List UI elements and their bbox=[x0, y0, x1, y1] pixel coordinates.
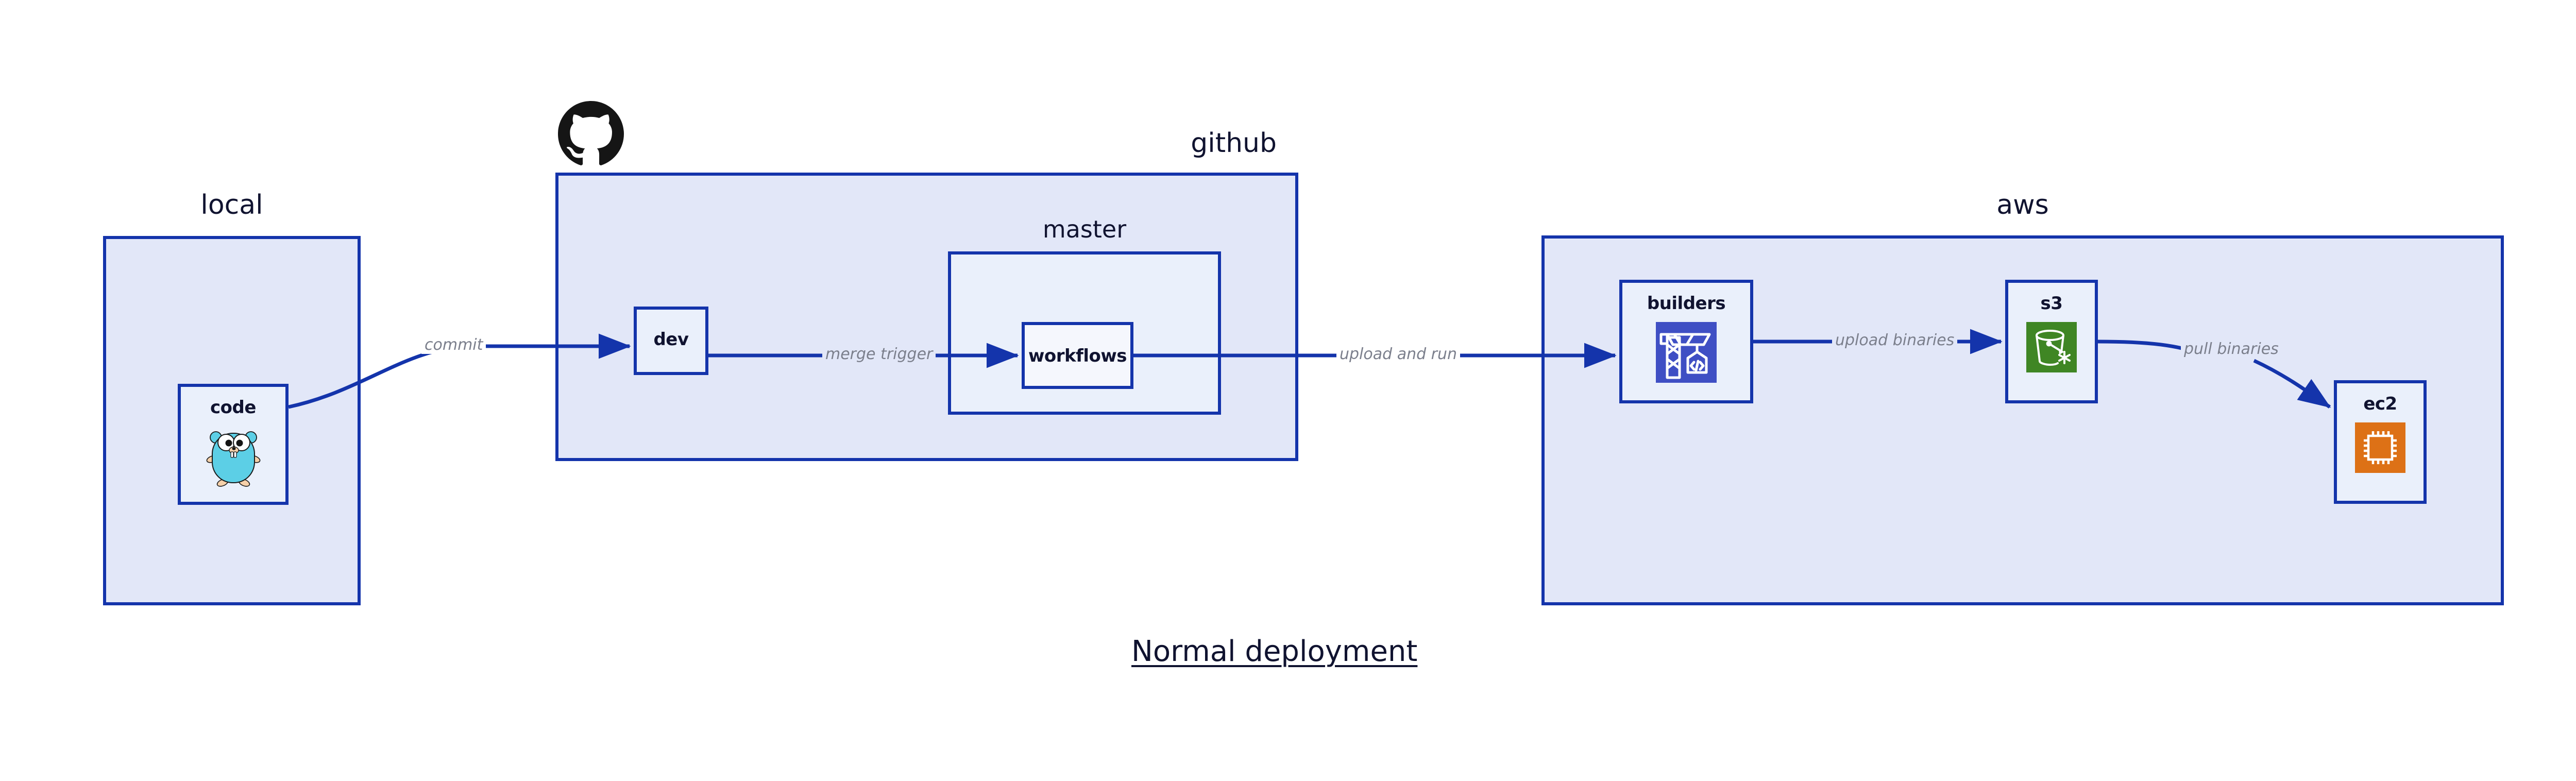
github-octocat-icon bbox=[558, 101, 624, 167]
edge-upload-binaries-label: upload binaries bbox=[1832, 331, 1958, 349]
diagram-title: Normal deployment bbox=[1131, 635, 1418, 668]
edge-upload-and-run-label: upload and run bbox=[1336, 345, 1461, 363]
node-ec2-label: ec2 bbox=[2363, 394, 2397, 414]
edge-pull-binaries-label: pull binaries bbox=[2181, 340, 2282, 358]
aws-codebuild-icon bbox=[1656, 322, 1717, 383]
node-ec2[interactable]: ec2 bbox=[2334, 380, 2427, 504]
aws-ec2-chip-icon bbox=[2355, 422, 2405, 473]
aws-s3-bucket-icon bbox=[2026, 322, 2077, 372]
node-builders-label: builders bbox=[1647, 293, 1726, 314]
node-code[interactable]: code bbox=[178, 384, 289, 505]
node-s3[interactable]: s3 bbox=[2005, 280, 2098, 403]
node-workflows-label: workflows bbox=[1028, 346, 1127, 366]
node-workflows[interactable]: workflows bbox=[1022, 322, 1133, 389]
node-dev[interactable]: dev bbox=[634, 307, 708, 375]
node-dev-label: dev bbox=[653, 329, 689, 350]
node-s3-label: s3 bbox=[2040, 293, 2063, 314]
node-code-label: code bbox=[210, 397, 256, 418]
group-local-label: local bbox=[200, 190, 263, 220]
go-gopher-icon bbox=[206, 426, 261, 487]
group-github-label: github bbox=[1191, 128, 1277, 159]
node-builders[interactable]: builders bbox=[1619, 280, 1753, 403]
group-aws-label: aws bbox=[1996, 190, 2049, 220]
subgroup-master-label: master bbox=[1042, 215, 1127, 243]
edge-merge-trigger-label: merge trigger bbox=[822, 345, 936, 363]
edge-commit-label: commit bbox=[421, 336, 486, 354]
